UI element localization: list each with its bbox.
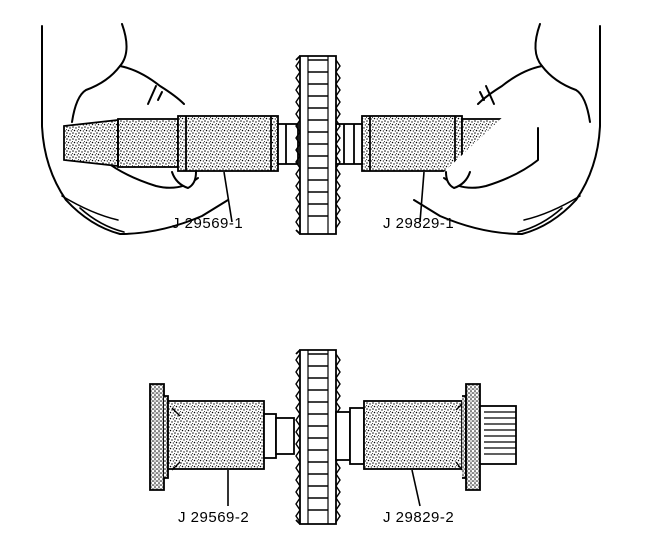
right-hand	[413, 23, 601, 235]
shaft-hub-top	[277, 123, 363, 165]
leader-lines-top	[223, 171, 425, 223]
label-j29569-1: J 29569-1	[172, 215, 244, 232]
tool-j29829-2	[335, 383, 517, 491]
tool-j29569-1	[63, 115, 279, 172]
top-assembly	[41, 23, 601, 235]
gear-top	[295, 55, 341, 235]
label-j29569-2: J 29569-2	[178, 509, 250, 526]
label-j29829-2: J 29829-2	[383, 509, 455, 526]
tool-j29569-2	[149, 383, 295, 491]
gear-bottom	[295, 349, 341, 525]
label-j29829-1: J 29829-1	[383, 215, 455, 232]
leader-lines-bottom	[227, 469, 421, 507]
bottom-assembly	[149, 349, 517, 525]
